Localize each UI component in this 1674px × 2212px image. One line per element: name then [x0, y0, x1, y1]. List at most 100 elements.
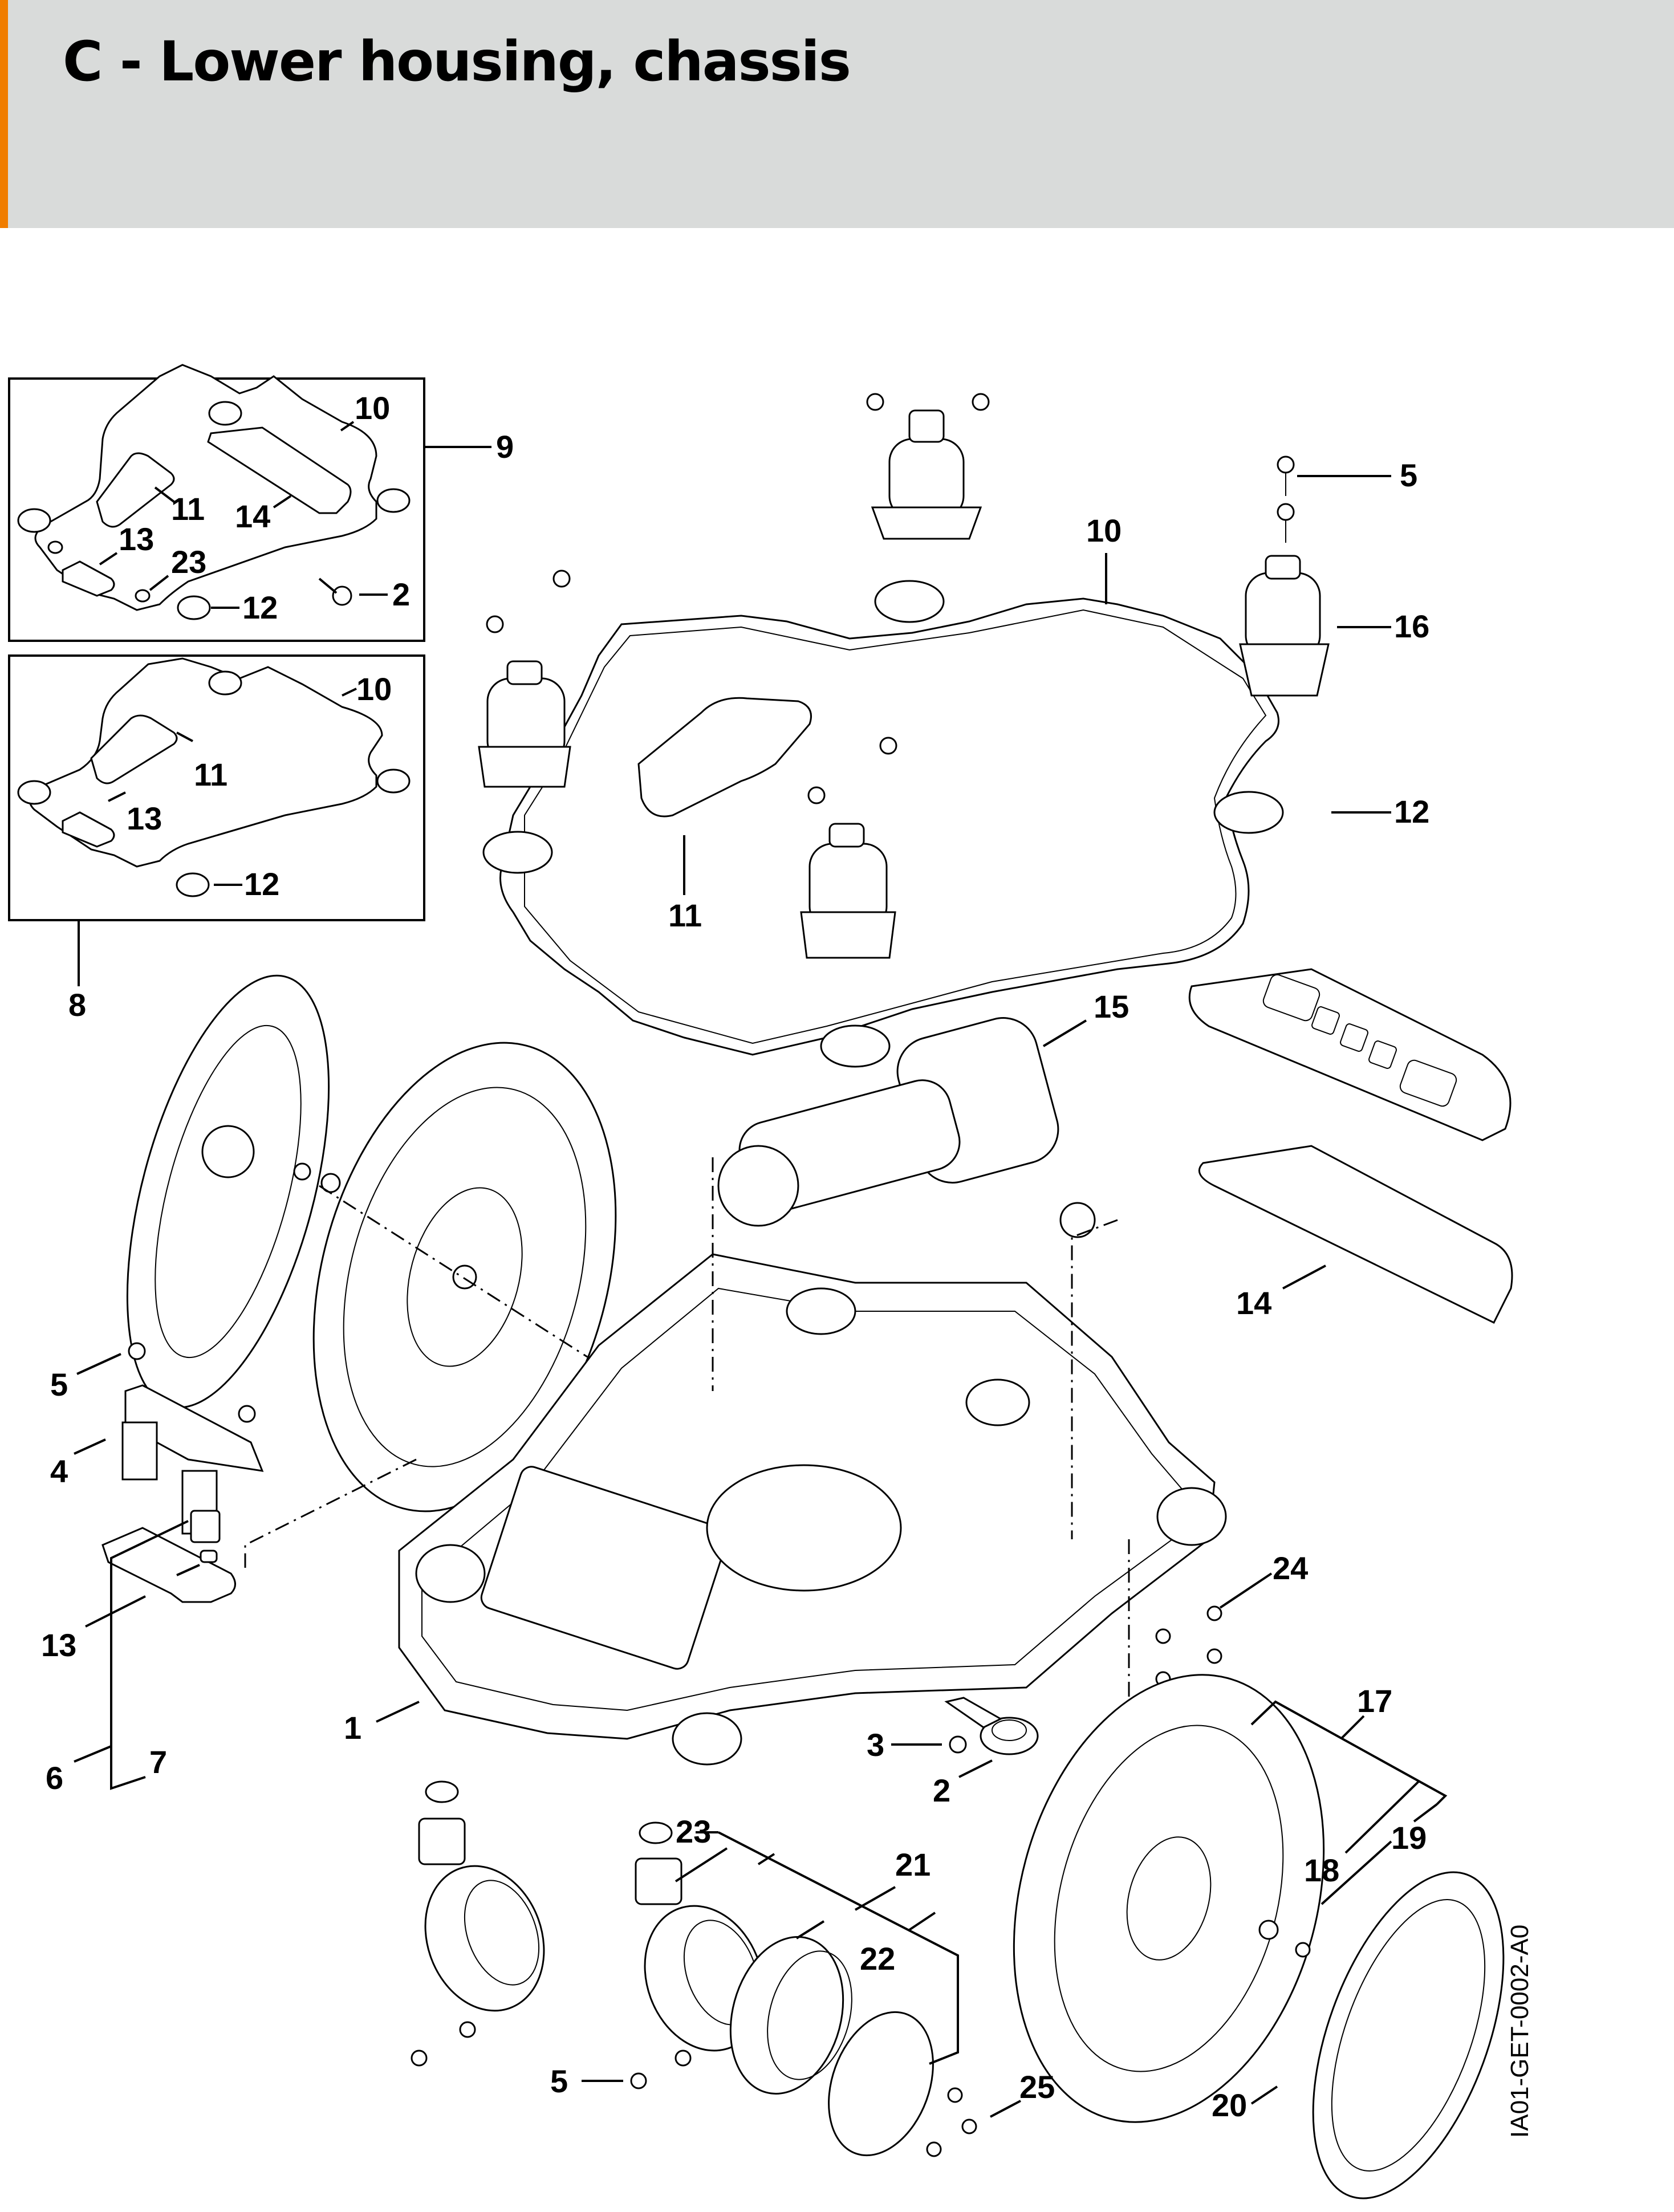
kit9-label-14: 14	[235, 498, 270, 534]
callout-5-top: 5	[1400, 457, 1417, 493]
callout-2: 2	[933, 1772, 950, 1808]
hub-cap	[828, 2011, 934, 2157]
seal-14-kit9	[207, 426, 352, 514]
page-title: C - Lower housing, chassis	[63, 30, 851, 93]
callout-12: 12	[1394, 794, 1429, 830]
o-ring-kit9-right	[376, 488, 411, 513]
callout-13: 13	[41, 1627, 76, 1663]
callout-5-left: 5	[50, 1367, 68, 1402]
kit9-label-23: 23	[171, 544, 206, 580]
screw-head-icon	[128, 1342, 146, 1360]
screw-head-icon	[411, 2050, 428, 2067]
drawing-reference-code: IA01-GET-0002-A0	[1506, 1925, 1534, 2138]
drive-motor-center	[800, 737, 897, 959]
drive-wheel-left	[312, 1042, 617, 1512]
drive-motor-left	[478, 570, 571, 788]
screw-head-icon	[1277, 456, 1295, 474]
panel-button	[1262, 974, 1320, 1022]
callout-10: 10	[1086, 513, 1122, 548]
callout-7: 7	[149, 1744, 167, 1780]
screws-25	[926, 2087, 977, 2157]
header-accent-bar	[0, 0, 8, 228]
o-ring-top-main	[874, 580, 945, 623]
screw-head-icon	[807, 786, 826, 804]
o-ring-12-main	[1213, 791, 1284, 834]
callout-1: 1	[344, 1710, 361, 1746]
o-ring-12-kit9	[177, 595, 211, 620]
panel-button	[1368, 1040, 1397, 1069]
panel-button	[1399, 1059, 1457, 1107]
o-ring-kit8-left	[17, 780, 51, 805]
screw-5	[630, 2072, 647, 2089]
washer-18	[1258, 1920, 1279, 1940]
callout-4: 4	[50, 1453, 68, 1489]
callout-24: 24	[1273, 1550, 1308, 1586]
screw-head-icon	[947, 2087, 963, 2103]
kit9-label-13: 13	[119, 521, 154, 557]
seal-13-kit9	[62, 560, 115, 597]
screw-head-icon	[972, 393, 990, 411]
assembly-line	[1071, 1219, 1118, 1539]
o-ring-kit9-left	[17, 508, 51, 533]
screw-head-icon	[961, 2119, 977, 2134]
callout-18: 18	[1304, 1852, 1339, 1888]
o-ring-23a-kit9	[47, 540, 63, 554]
callout-11: 11	[668, 897, 702, 933]
callout-15: 15	[1094, 989, 1129, 1024]
screw-head-icon	[866, 393, 884, 411]
screw-head-icon	[879, 737, 897, 755]
panel-button	[1340, 1023, 1368, 1052]
drive-wheel-17	[1013, 1674, 1325, 2123]
screw-head-icon	[675, 2050, 692, 2067]
connector-6	[190, 1510, 221, 1543]
callout-25: 25	[1019, 2069, 1055, 2105]
drive-motor-top	[866, 393, 990, 540]
callout-22: 22	[860, 1941, 895, 1977]
screw-head-icon	[293, 1162, 311, 1181]
kit9-label-11: 11	[171, 491, 205, 527]
callout-19: 19	[1391, 1820, 1427, 1856]
callout-16: 16	[1394, 608, 1429, 644]
housing-gasket-kit9	[34, 364, 377, 611]
screw-head-icon	[459, 2021, 476, 2038]
assembly-line	[319, 1185, 588, 1358]
kit8-label-10: 10	[356, 671, 392, 707]
callout-23: 23	[676, 1813, 711, 1849]
lower-housing-1	[398, 1253, 1227, 1766]
mower-motor-15	[717, 1017, 1096, 1238]
part-2-kit9	[332, 585, 352, 606]
kit-box-8: 10 11 13 12 8	[8, 654, 425, 1023]
o-ring-12-kit8	[176, 872, 210, 897]
screw-head-icon	[552, 570, 571, 588]
callout-17: 17	[1357, 1683, 1392, 1719]
housing-gasket-10	[482, 580, 1284, 1068]
callout-14: 14	[1236, 1285, 1271, 1321]
kit-box-9: 10 11 14 13 23 12 2 9	[8, 364, 514, 642]
plug-7	[200, 1550, 218, 1563]
o-ring-bottom-main	[820, 1024, 891, 1068]
kit8-label-12: 12	[244, 866, 279, 902]
screw-19	[1295, 1942, 1311, 1958]
o-ring-kit9-top	[208, 401, 242, 426]
screws-24	[1155, 1605, 1222, 1687]
o-ring-left-main	[482, 831, 553, 874]
seal-11-kit8	[90, 714, 178, 784]
screw-head-icon	[238, 1405, 256, 1423]
kit-box-9-frame	[8, 377, 425, 642]
wheel-cover-20	[1312, 1871, 1505, 2199]
panel-button	[1311, 1006, 1340, 1035]
front-wheel-left	[411, 1780, 545, 2067]
screw-head-icon	[1206, 1605, 1222, 1621]
screw-head-icon	[926, 2141, 942, 2157]
callout-20: 20	[1212, 2087, 1247, 2123]
kit-label-9: 9	[496, 429, 514, 465]
seal-11-kit9	[96, 452, 175, 528]
kit9-label-2: 2	[392, 576, 410, 612]
seal-13-kit8	[62, 811, 115, 848]
panel-seal-14	[1198, 1145, 1513, 1324]
tire-22	[729, 1936, 852, 2095]
o-ring	[425, 1780, 459, 1803]
kit-box-8-frame	[8, 654, 425, 921]
callout-21: 21	[895, 1847, 931, 1882]
